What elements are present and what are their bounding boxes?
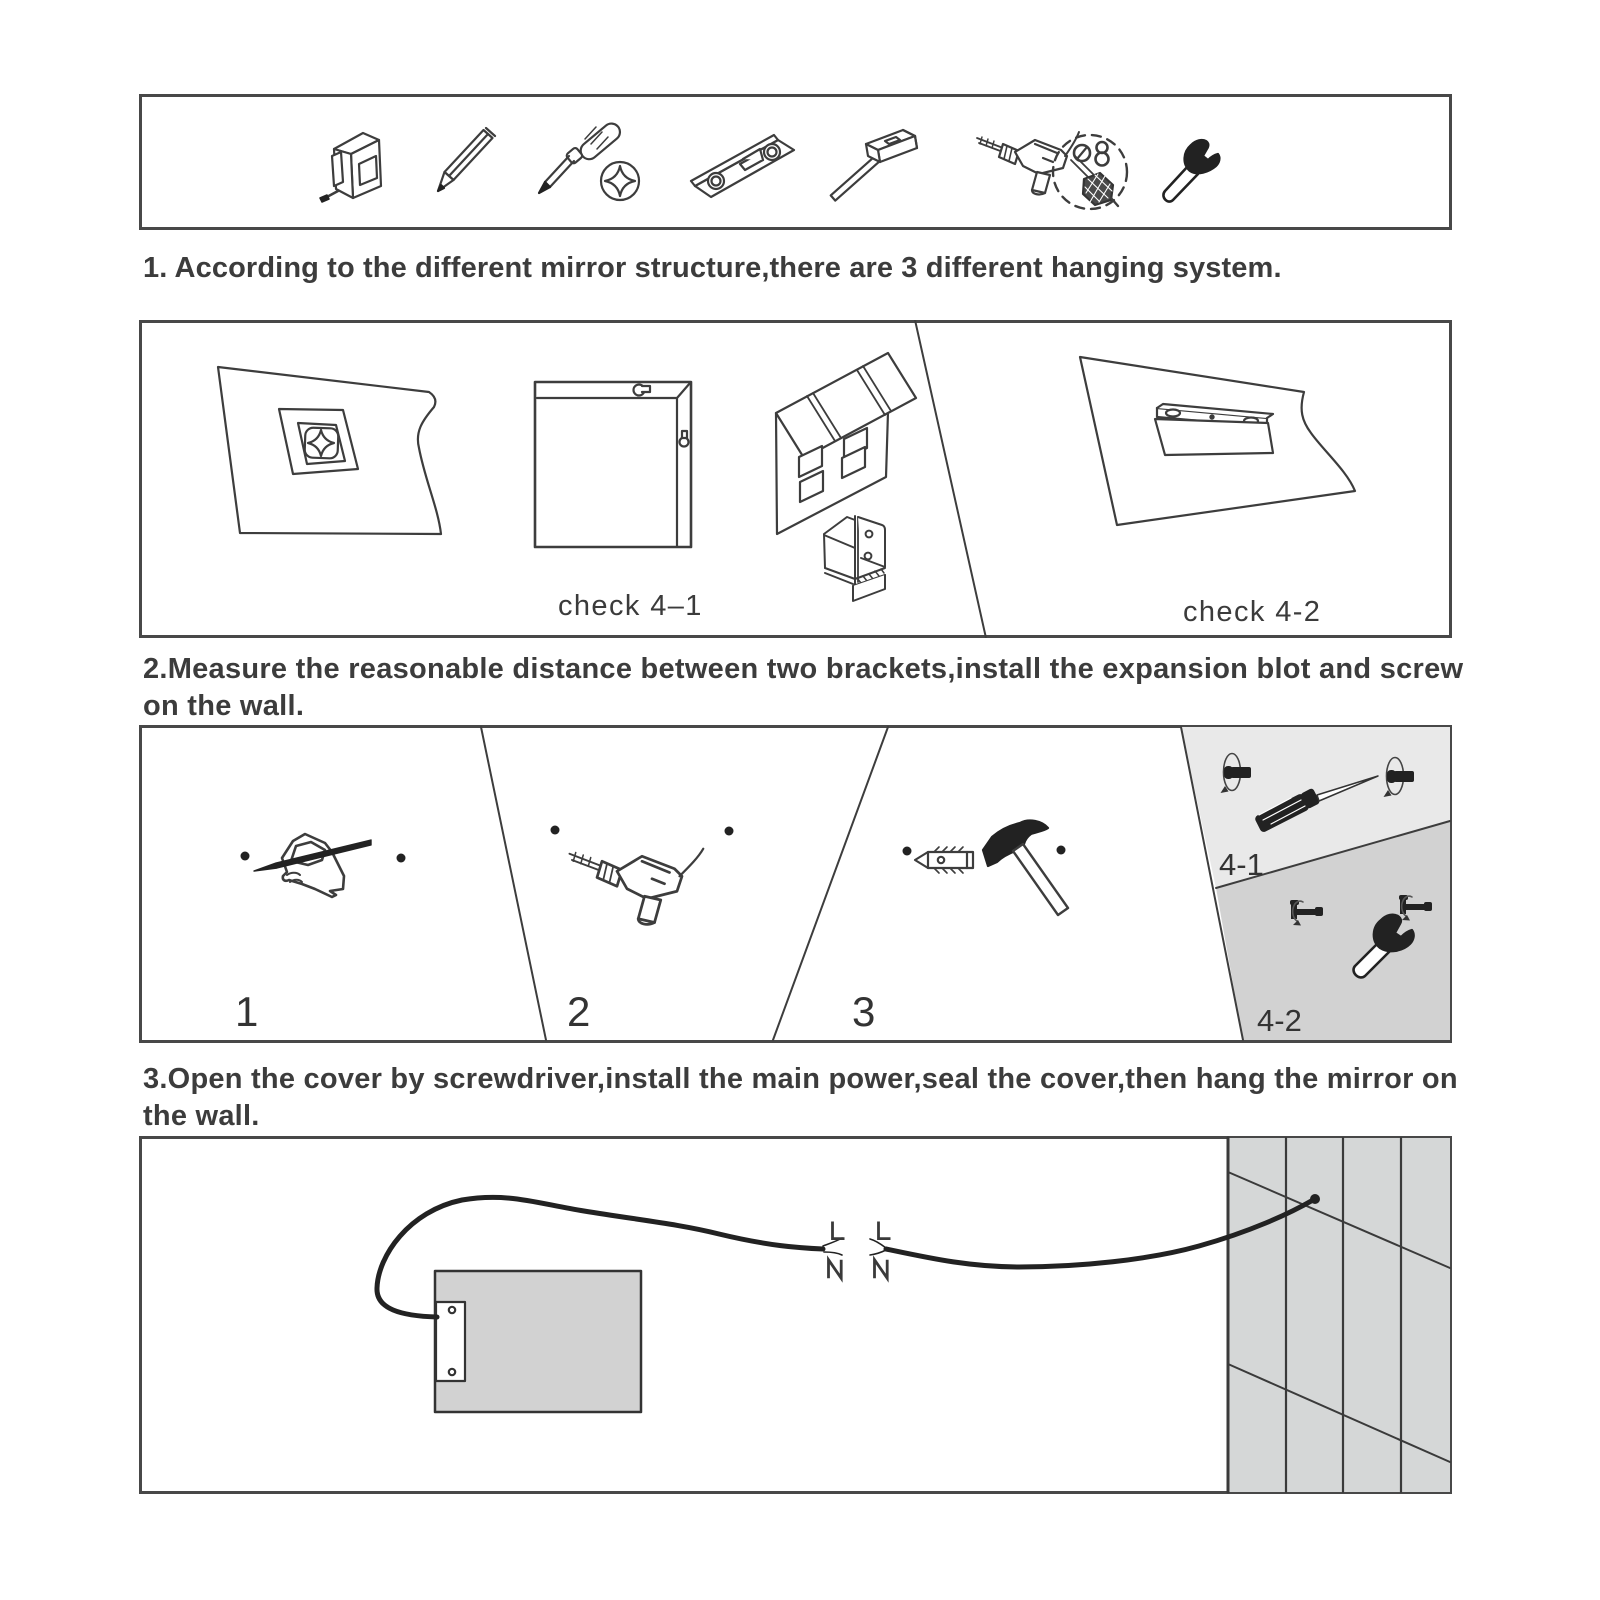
- svg-text:check 4-2: check 4-2: [1183, 596, 1321, 628]
- svg-text:4-1: 4-1: [1219, 847, 1264, 882]
- svg-text:1: 1: [235, 988, 258, 1035]
- svg-text:check 4–1: check 4–1: [558, 590, 703, 622]
- svg-text:2: 2: [567, 988, 590, 1035]
- svg-text:3: 3: [852, 988, 875, 1035]
- svg-text:4-2: 4-2: [1257, 1003, 1302, 1038]
